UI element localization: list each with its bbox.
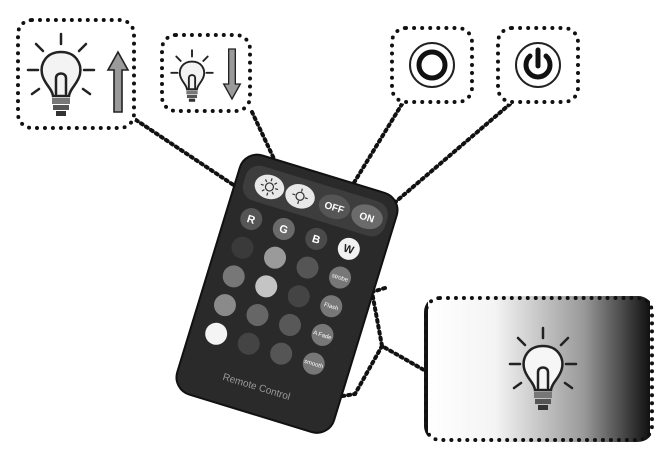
blue-button[interactable] xyxy=(303,225,330,252)
flash-button[interactable] xyxy=(318,293,345,320)
color-button[interactable] xyxy=(220,263,247,290)
lightbulb-icon xyxy=(26,32,96,116)
flash-button-label: Flash xyxy=(323,302,339,312)
callout-off xyxy=(390,26,474,104)
brightness-up-mini-icon xyxy=(260,178,279,196)
strobe-button-label: strobe xyxy=(331,273,349,284)
lightbulb-icon xyxy=(508,326,578,410)
fade-button-label: A Fade xyxy=(312,330,333,341)
brightness-down-button[interactable] xyxy=(282,180,318,212)
color-button[interactable] xyxy=(276,311,303,338)
off-button[interactable] xyxy=(316,191,354,223)
blue-button-label: B xyxy=(310,233,321,247)
callout-brightness-up xyxy=(16,18,136,130)
color-button[interactable] xyxy=(229,234,256,261)
callout-white-light xyxy=(424,296,654,442)
brightness-down-mini-icon xyxy=(292,188,308,205)
on-button-label: ON xyxy=(358,211,376,226)
green-button-label: G xyxy=(278,223,290,237)
smooth-button-label: smooth xyxy=(303,359,324,370)
callout-brightness-down xyxy=(160,33,252,113)
color-button[interactable] xyxy=(202,320,229,347)
arrow-up-icon xyxy=(106,50,130,113)
color-button[interactable] xyxy=(211,291,238,318)
white-button-label: W xyxy=(342,243,356,258)
fade-button[interactable] xyxy=(309,321,336,348)
color-button-grid xyxy=(202,205,362,377)
callout-on xyxy=(496,26,580,104)
lightbulb-icon xyxy=(170,49,214,102)
white-button[interactable] xyxy=(335,235,362,262)
color-button[interactable] xyxy=(235,330,262,357)
red-button-label: R xyxy=(245,213,256,227)
arrow-down-icon xyxy=(222,48,242,101)
color-button[interactable] xyxy=(285,283,312,310)
leader-line-white xyxy=(369,286,426,372)
color-button[interactable] xyxy=(261,244,288,271)
color-button[interactable] xyxy=(294,254,321,281)
color-button[interactable] xyxy=(244,301,271,328)
color-button[interactable] xyxy=(253,273,280,300)
green-button[interactable] xyxy=(270,215,297,242)
power-icon xyxy=(515,42,561,88)
on-button[interactable] xyxy=(348,201,386,233)
color-button[interactable] xyxy=(267,340,294,367)
strobe-button[interactable] xyxy=(326,264,353,291)
smooth-button[interactable] xyxy=(300,350,327,377)
ring-icon xyxy=(409,42,455,88)
brightness-up-button[interactable] xyxy=(252,171,288,203)
red-button[interactable] xyxy=(238,205,265,232)
